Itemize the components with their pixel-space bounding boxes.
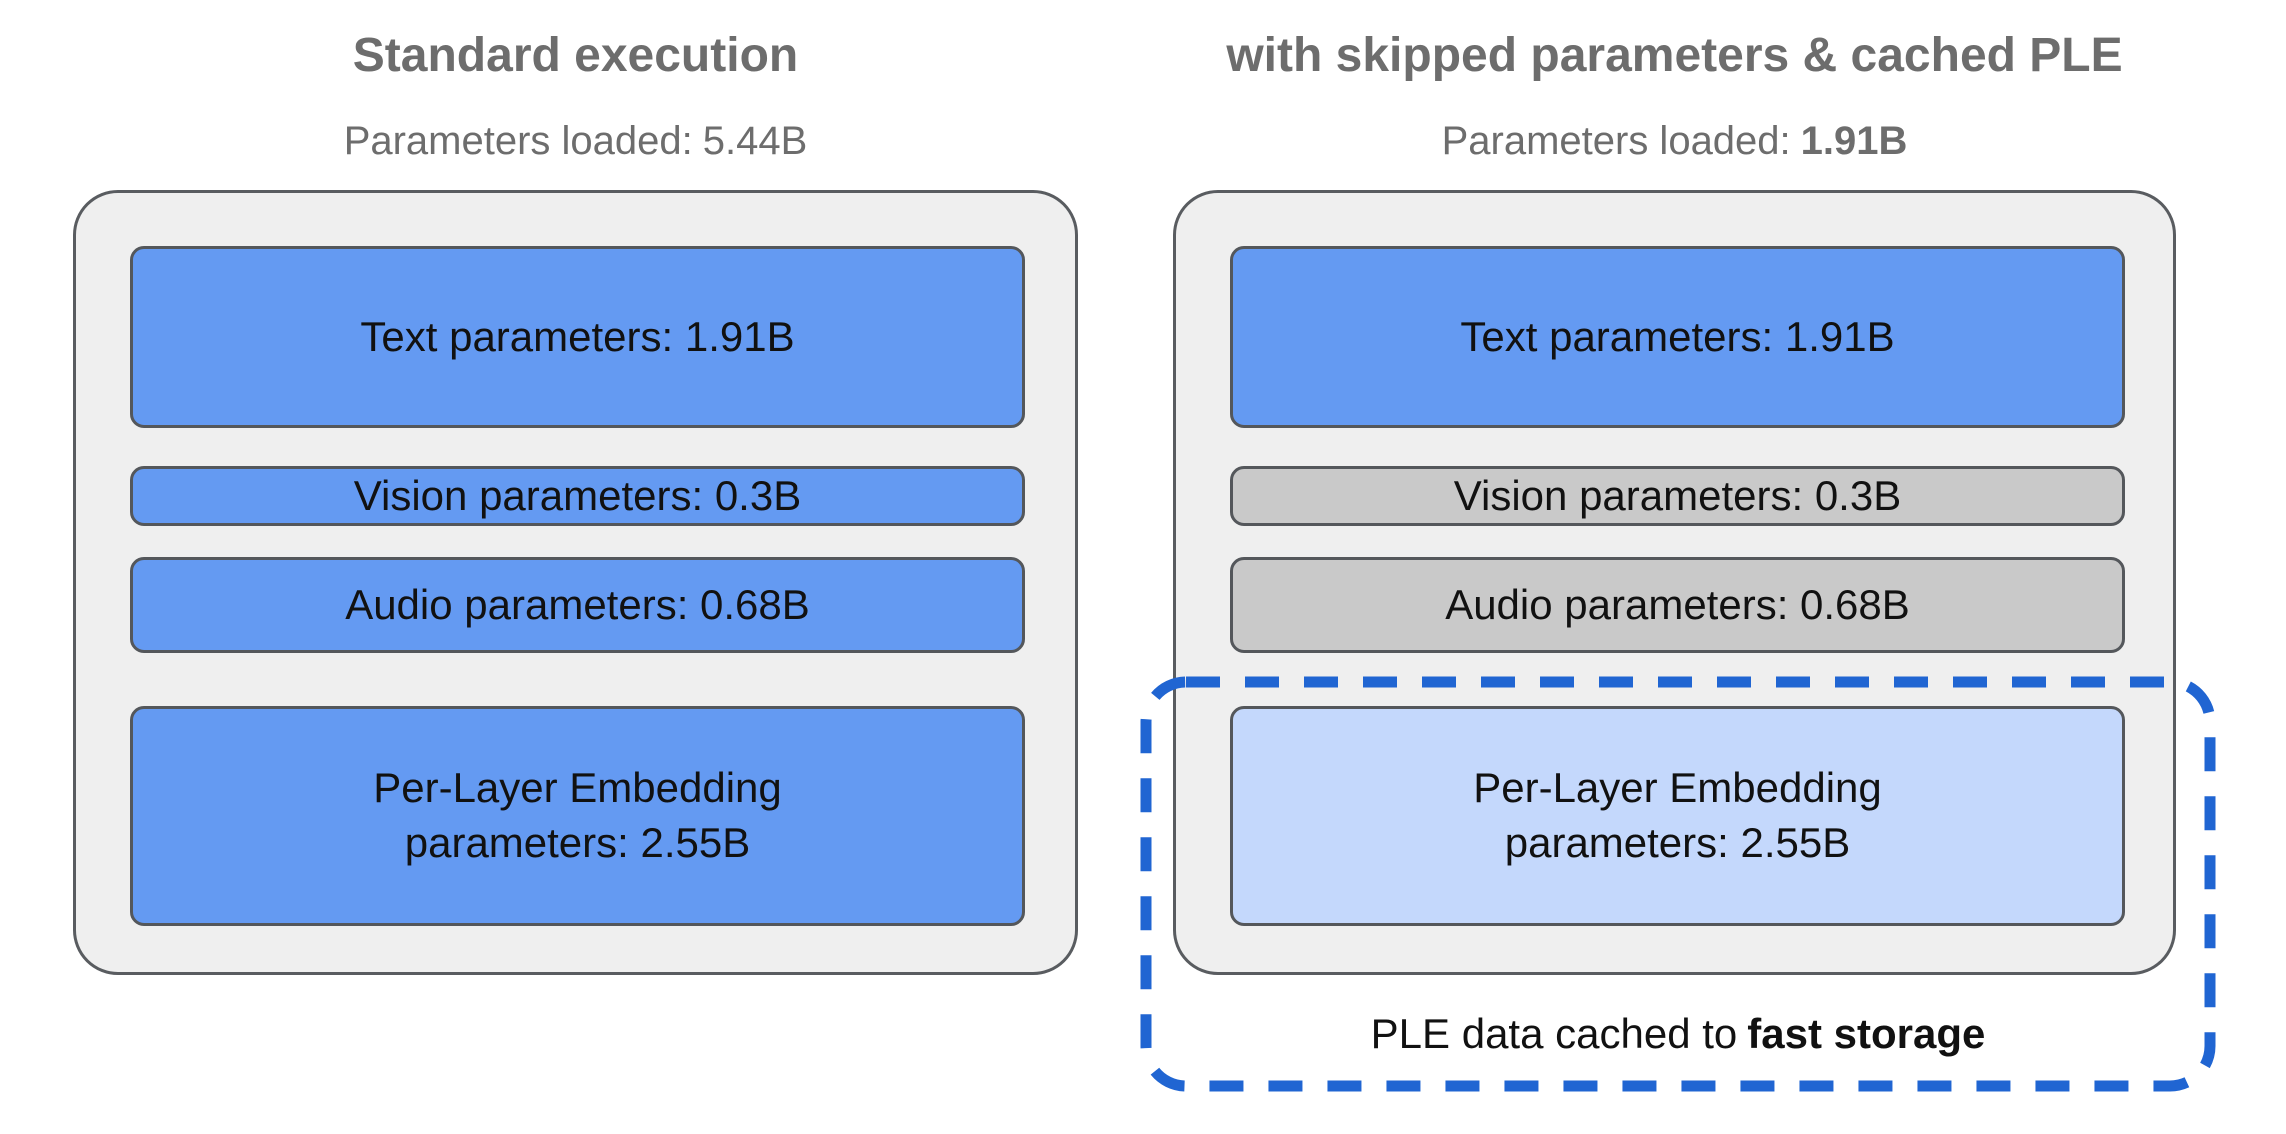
vision-parameters-box-skipped: Vision parameters: 0.3B bbox=[1230, 466, 2125, 526]
panel-skipped-cached: with skipped parameters & cached PLE Par… bbox=[1173, 0, 2176, 1134]
panel-title-standard: Standard execution bbox=[352, 29, 799, 82]
audio-parameters-box-skipped: Audio parameters: 0.68B bbox=[1230, 557, 2125, 653]
subtitle-label: Parameters loaded: bbox=[343, 119, 693, 163]
subtitle-value: 1.91B bbox=[1800, 119, 1908, 163]
text-parameters-box: Text parameters: 1.91B bbox=[130, 246, 1025, 428]
panel-subtitle-standard: Parameters loaded:5.44B bbox=[73, 116, 1078, 166]
panel-standard-execution: Standard execution Parameters loaded:5.4… bbox=[73, 0, 1078, 1134]
panel-title-skipped: with skipped parameters & cached PLE bbox=[1226, 29, 2123, 82]
ple-parameters-box: Per-Layer Embedding parameters: 2.55B bbox=[130, 706, 1025, 926]
subtitle-label: Parameters loaded: bbox=[1441, 119, 1791, 163]
vision-parameters-label: Vision parameters: 0.3B bbox=[353, 471, 802, 519]
audio-parameters-label: Audio parameters: 0.68B bbox=[1445, 580, 1910, 628]
vision-parameters-label: Vision parameters: 0.3B bbox=[1453, 471, 1902, 519]
audio-parameters-box: Audio parameters: 0.68B bbox=[130, 557, 1025, 653]
caption-bold: fast storage bbox=[1747, 1010, 1986, 1057]
model-container-skipped: Text parameters: 1.91B Vision parameters… bbox=[1173, 190, 2176, 975]
text-parameters-label: Text parameters: 1.91B bbox=[1460, 312, 1895, 360]
ple-parameters-box-cached: Per-Layer Embedding parameters: 2.55B bbox=[1230, 706, 2125, 926]
caption-prefix: PLE data cached to bbox=[1370, 1010, 1738, 1057]
text-parameters-box: Text parameters: 1.91B bbox=[1230, 246, 2125, 428]
ple-parameters-label: Per-Layer Embedding parameters: 2.55B bbox=[373, 764, 782, 866]
model-container-standard: Text parameters: 1.91B Vision parameters… bbox=[73, 190, 1078, 975]
vision-parameters-box: Vision parameters: 0.3B bbox=[130, 466, 1025, 526]
panel-subtitle-skipped: Parameters loaded:1.91B bbox=[1173, 116, 2176, 166]
text-parameters-label: Text parameters: 1.91B bbox=[360, 312, 795, 360]
subtitle-value: 5.44B bbox=[702, 119, 808, 163]
audio-parameters-label: Audio parameters: 0.68B bbox=[345, 580, 810, 628]
ple-parameters-label: Per-Layer Embedding parameters: 2.55B bbox=[1473, 764, 1882, 866]
